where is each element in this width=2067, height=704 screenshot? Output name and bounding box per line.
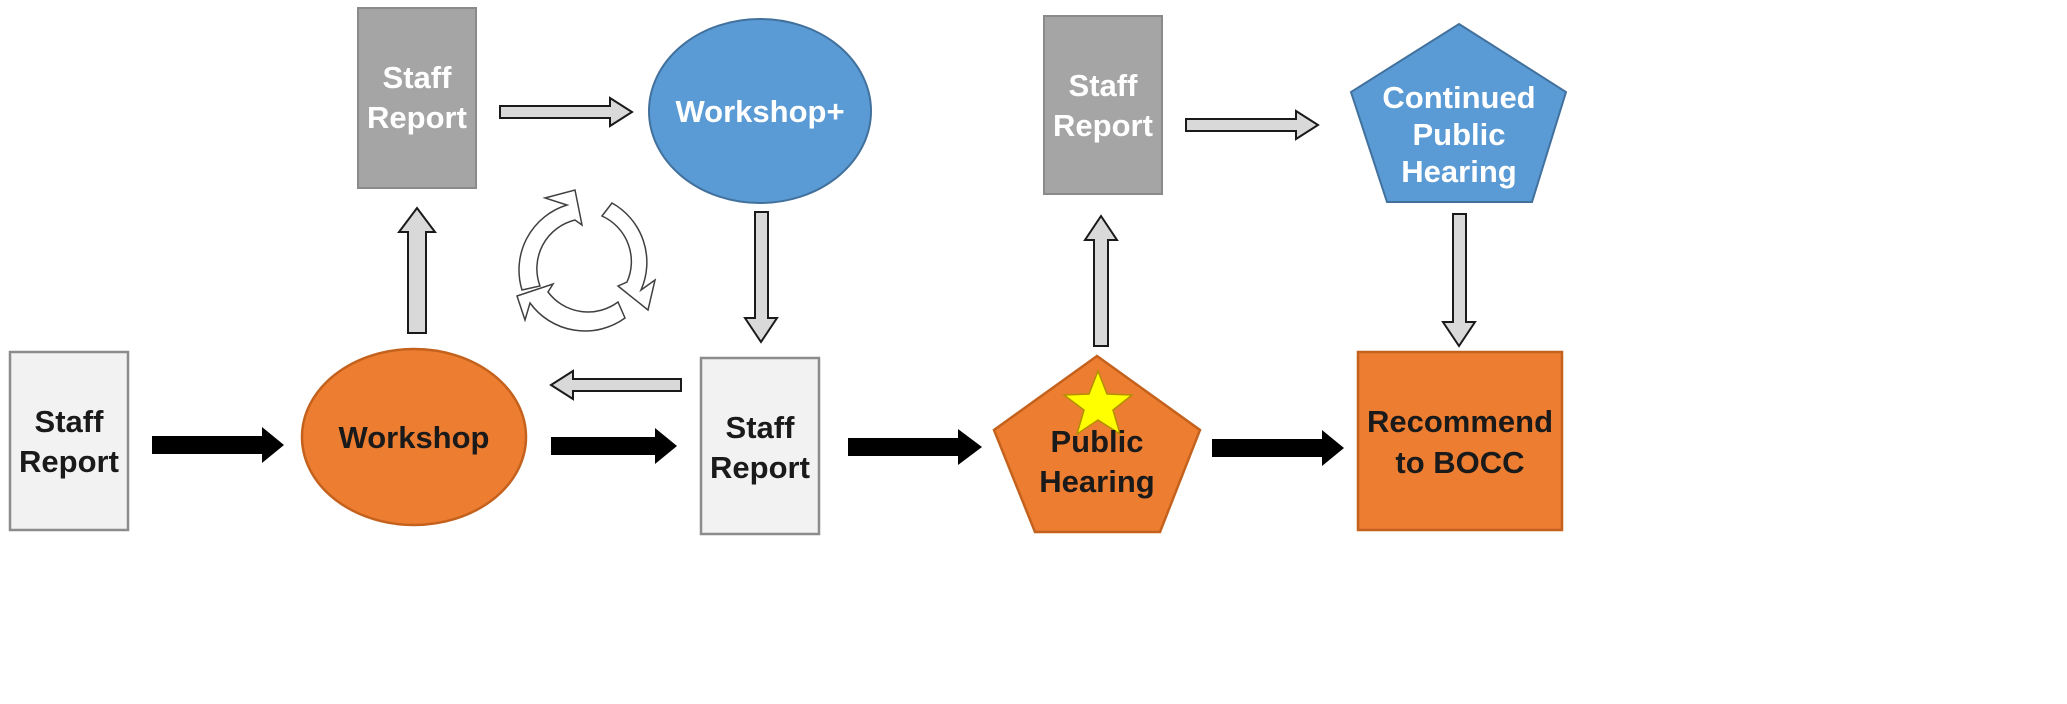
continued-line2: Public (1412, 117, 1505, 152)
flow-arrow-workshop-to-staff-report (551, 428, 677, 464)
staff-report-top-right-line2: Report (1053, 108, 1153, 143)
staff-report-top-left-line2: Report (367, 100, 467, 135)
loop-arrow-public-hearing-to-staff-report (1083, 214, 1119, 347)
staff-report-middle-line2: Report (710, 450, 810, 485)
staff-report-top-left-line1: Staff (383, 60, 453, 95)
workshop-plus-label: Workshop+ (675, 94, 844, 129)
recommend-line1: Recommend (1367, 404, 1553, 439)
flow-arrow-public-hearing-to-recommend (1212, 430, 1344, 466)
workshop-node: Workshop (300, 347, 528, 527)
workshop-plus-node: Workshop+ (648, 18, 872, 204)
staff-report-top-right-node: Staff Report (1043, 15, 1163, 195)
staff-report-start-line1: Staff (35, 404, 105, 439)
continued-line1: Continued (1382, 80, 1535, 115)
staff-report-top-right-line1: Staff (1069, 68, 1139, 103)
continued-public-hearing-node: Continued Public Hearing (1349, 22, 1568, 203)
staff-report-start-node: Staff Report (8, 350, 130, 532)
star-icon (1061, 368, 1135, 436)
public-hearing-line1: Public (1050, 424, 1143, 459)
loop-arrow-workshop-to-staff-report (397, 206, 437, 334)
staff-report-start-line2: Report (19, 444, 119, 479)
staff-report-middle-line1: Staff (726, 410, 796, 445)
flow-arrow-staff-report-to-public-hearing (848, 429, 982, 465)
recycle-cycle-icon (516, 189, 657, 332)
workshop-label: Workshop (339, 420, 490, 455)
loop-arrow-staff-report-to-workshop-plus (499, 96, 634, 128)
public-hearing-node: Public Hearing (992, 354, 1202, 534)
continued-line3: Hearing (1401, 154, 1516, 189)
staff-report-middle-node: Staff Report (699, 356, 821, 536)
loop-arrow-staff-report-to-workshop (549, 369, 682, 401)
flow-arrow-start-to-workshop (152, 427, 284, 463)
loop-arrow-staff-report-to-continued-hearing (1185, 109, 1320, 141)
staff-report-top-left-node: Staff Report (357, 7, 477, 189)
loop-arrow-continued-hearing-to-recommend (1441, 213, 1477, 348)
public-hearing-line2: Hearing (1039, 464, 1154, 499)
recommend-line2: to BOCC (1395, 445, 1524, 480)
recommend-to-bocc-node: Recommend to BOCC (1356, 350, 1564, 532)
loop-arrow-workshop-plus-to-staff-report (743, 211, 779, 344)
